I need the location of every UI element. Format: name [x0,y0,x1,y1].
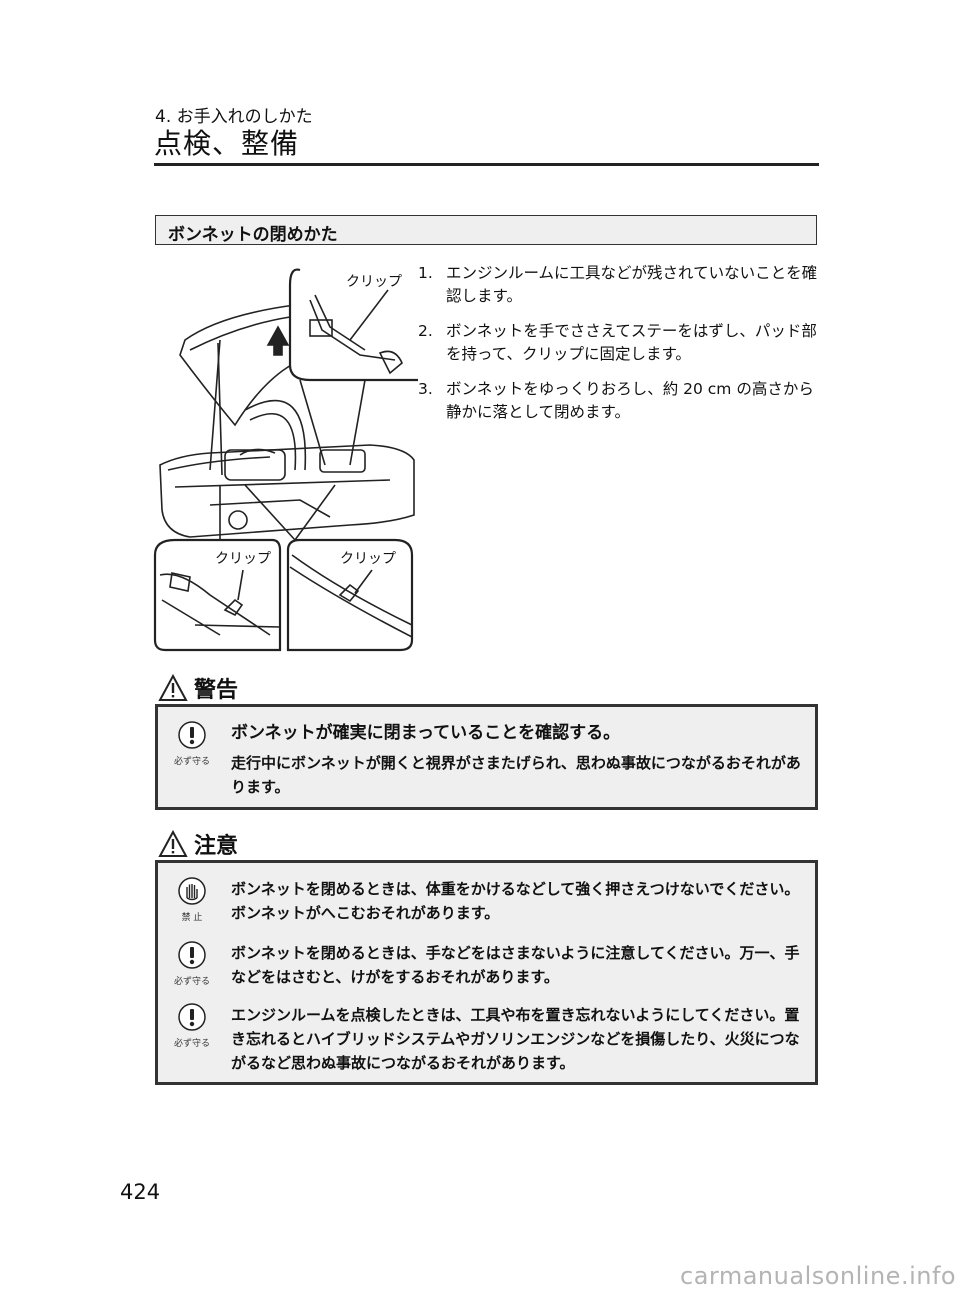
title-divider [154,163,819,166]
step-text: ボンネットをゆっくりおろし、約 20 cm の高さから静かに落として閉めます。 [446,380,814,421]
clip-label-top: クリップ [346,274,402,290]
icon-label: 必ず守る [173,1039,210,1049]
watermark: carmanualsonline.info [680,1262,957,1290]
step-text: ボンネットを手でささえてステーをはずし、パッド部を持って、クリップに固定します。 [446,322,817,363]
page-title: 点検、整備 [154,127,300,160]
caution-text: ボンネットを閉めるときは、手などをはさまないように注意してください。万一、手など… [231,944,800,986]
caution-heading: 注意 [158,828,238,860]
caution-triangle-icon [158,830,188,857]
prohibited-hand-icon: 禁 止 [172,877,212,923]
clip-label-left: クリップ [215,551,271,567]
step-1: 1. エンジンルームに工具などが残されていないことを確認します。 [418,262,823,308]
mandatory-icon: 必ず守る [172,721,212,767]
step-text: エンジンルームに工具などが残されていないことを確認します。 [446,264,818,305]
step-3: 3. ボンネットをゆっくりおろし、約 20 cm の高さから静かに落として閉めま… [418,378,823,424]
warning-label: 警告 [194,678,239,703]
icon-label: 必ず守る [173,757,210,767]
caution-box: 禁 止 ボンネットを閉めるときは、体重をかけるなどして強く押さえつけないでくださ… [155,860,818,1085]
clip-label-right: クリップ [340,551,396,567]
chapter-label: 4. お手入れのしかた [155,107,313,127]
mandatory-icon: 必ず守る [172,1003,212,1049]
icon-label: 禁 止 [181,913,203,923]
step-number: 3. [418,380,433,398]
caution-text: ボンネットを閉めるときは、体重をかけるなどして強く押さえつけないでください。ボン… [231,880,800,922]
mandatory-icon: 必ず守る [172,941,212,987]
page-number: 424 [120,1180,161,1204]
section-heading: ボンネットの閉めかた [155,215,817,245]
caution-text: エンジンルームを点検したときは、工具や布を置き忘れないようにしてください。置き忘… [231,1006,800,1072]
caution-label: 注意 [194,834,239,859]
warning-triangle-icon [158,674,188,701]
step-number: 2. [418,322,433,340]
warning-title: ボンネットが確実に閉まっていることを確認する。 [231,723,621,743]
step-2: 2. ボンネットを手でささえてステーをはずし、パッド部を持って、クリップに固定し… [418,320,823,366]
warning-text: 走行中にボンネットが開くと視界がさまたげられ、思わぬ事故につながるおそれがありま… [231,754,801,796]
warning-heading: 警告 [158,672,238,704]
warning-box: 必ず守る ボンネットが確実に閉まっていることを確認する。 走行中にボンネットが開… [155,704,818,810]
step-number: 1. [418,264,433,282]
procedure-steps: 1. エンジンルームに工具などが残されていないことを確認します。 2. ボンネッ… [418,262,823,436]
hood-closing-illustration [153,268,418,652]
icon-label: 必ず守る [173,977,210,987]
